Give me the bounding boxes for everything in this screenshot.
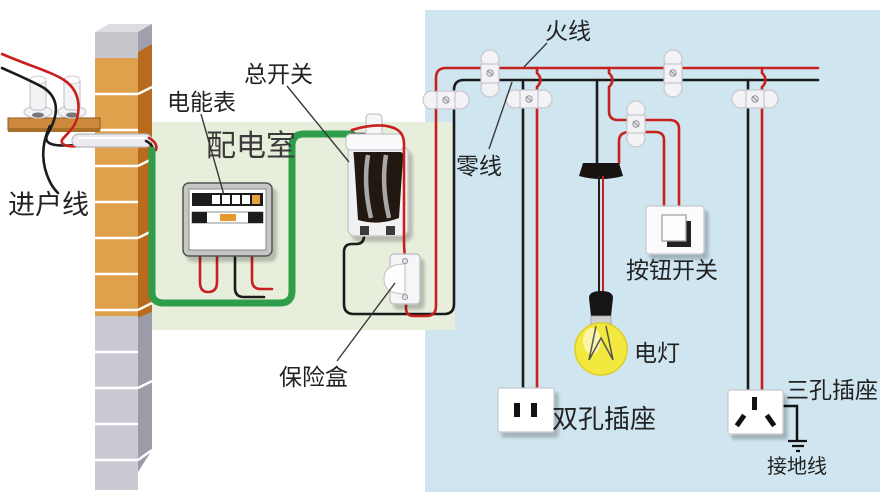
push-button-switch: [645, 205, 705, 255]
label-main-switch: 总开关: [244, 61, 313, 87]
porcelain-cleat: [505, 89, 553, 109]
meter-digits: [212, 195, 260, 204]
three-hole-socket: [727, 389, 784, 435]
porcelain-knob: [626, 100, 646, 148]
label-energy-meter: 电能表: [167, 89, 236, 115]
label-push-button-switch: 按钮开关: [626, 257, 718, 283]
label-live-wire: 火线: [545, 18, 591, 44]
leader-live-wire: [523, 42, 548, 68]
ceiling-rose: [579, 163, 623, 179]
live-wire-path: [404, 66, 820, 318]
electric-lamp: [574, 291, 628, 376]
main-knife-switch: [345, 113, 409, 237]
live-wall-stub: [147, 136, 158, 152]
fuse-box: [383, 253, 421, 305]
service-insulator-icon: [23, 75, 53, 119]
leader-fuse-box: [336, 282, 396, 362]
label-ground-wire: 接地线: [767, 455, 827, 478]
entrance-wires: [0, 52, 100, 195]
label-neutral-wire: 零线: [456, 153, 502, 179]
porcelain-cleat: [731, 89, 779, 109]
brick-wall: [95, 24, 153, 490]
lamp-switch-live-loop: [607, 66, 681, 210]
energy-meter: [182, 182, 273, 257]
service-insulator-icon: [57, 75, 87, 119]
socket3-live-drop: [760, 66, 767, 393]
label-fuse-box: 保险盒: [279, 364, 348, 390]
neutral-wire-path: [342, 78, 820, 316]
label-entrance-wire: 进户线: [8, 190, 89, 220]
wall-conduit-tube: [71, 133, 153, 148]
lamp-cord: [598, 176, 604, 296]
leader-neutral-wire: [488, 81, 513, 150]
two-hole-socket: [497, 387, 555, 433]
leader-energy-meter: [200, 113, 225, 196]
porcelain-cleat: [663, 49, 683, 98]
green-conduit: [148, 130, 356, 307]
label-electric-lamp: 电灯: [634, 340, 680, 366]
meter-wires: [198, 248, 274, 299]
leader-main-switch: [286, 85, 350, 163]
mortar-lines: [95, 85, 153, 462]
switch-live-feed: [350, 124, 407, 258]
ground-wire: [780, 404, 807, 453]
porcelain-cleat: [422, 90, 470, 110]
label-distribution-room: 配电室: [206, 130, 296, 163]
label-three-hole-socket: 三孔插座: [786, 377, 878, 403]
label-two-hole-socket: 双孔插座: [552, 404, 656, 434]
porcelain-cleat: [480, 49, 500, 98]
socket2-live-drop: [535, 66, 542, 391]
